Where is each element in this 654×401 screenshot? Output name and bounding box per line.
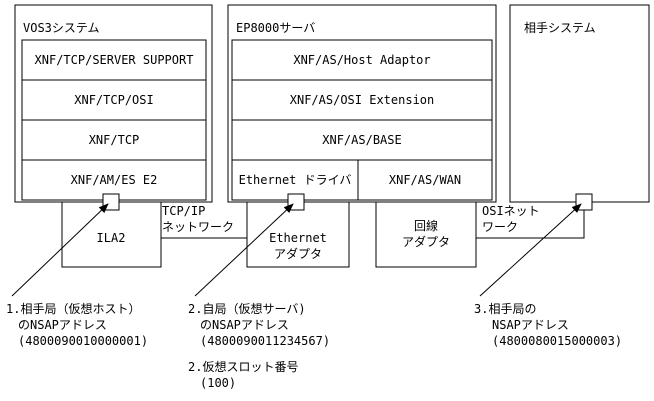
vos3-system-title: VOS3システム: [23, 21, 100, 35]
annotation-3-line2: NSAPアドレス: [492, 318, 569, 332]
annotation-3-line1: 3.相手局の: [474, 302, 536, 316]
annotations: 1.相手局（仮想ホスト） のNSAPアドレス (4800090010000001…: [6, 301, 622, 390]
vos3-layer-am-es: XNF/AM/ES E2: [71, 173, 158, 187]
remote-system-title: 相手システム: [524, 21, 596, 35]
annotation-2b-line1: 2.仮想スロット番号: [188, 359, 298, 374]
arrow-to-remote-port: [479, 203, 582, 297]
ep8000-server-title: EP8000サーバ: [236, 21, 315, 35]
vos3-layer-tcp-osi: XNF/TCP/OSI: [74, 93, 153, 107]
annotation-2-line2: のNSAPアドレス: [200, 318, 289, 332]
line-adapter-label-line1: 回線: [414, 218, 438, 233]
arrow-to-ila2-port: [11, 203, 109, 297]
annotation-2-line1: 2.自局（仮想サーバ): [188, 301, 306, 316]
arrow-to-ethernet-port: [194, 203, 294, 297]
annotation-2b-line2: (100): [200, 376, 236, 390]
ep8000-server: EP8000サーバ XNF/AS/Host Adaptor XNF/AS/OSI…: [227, 4, 497, 268]
remote-system-frame: [509, 4, 650, 203]
tcpip-network-label-line2: ネットワーク: [162, 220, 234, 234]
ep8000-layer-osi-extension: XNF/AS/OSI Extension: [290, 93, 435, 107]
osi-network-line: [476, 210, 585, 239]
ila2-label: ILA2: [97, 231, 126, 245]
ethernet-adapter-label-line1: Ethernet: [269, 231, 327, 245]
ila2-port: [102, 193, 120, 211]
annotation-1-line1: 1.相手局（仮想ホスト）: [6, 301, 140, 316]
tcpip-network-label-line1: TCP/IP: [162, 204, 205, 218]
ep8000-layer-base: XNF/AS/BASE: [322, 133, 401, 147]
ep8000-layer-host-adaptor: XNF/AS/Host Adaptor: [293, 53, 430, 67]
ethernet-driver-layer: Ethernet ドライバ: [239, 173, 352, 187]
annotation-1-line2: のNSAPアドレス: [18, 318, 107, 332]
remote-system-port: [575, 193, 593, 211]
osi-network-label-line2: ワーク: [482, 220, 518, 234]
wan-layer: XNF/AS/WAN: [389, 173, 461, 187]
ethernet-adapter-box: [246, 201, 350, 268]
vos3-layer-server-support: XNF/TCP/SERVER SUPPORT: [35, 53, 194, 67]
osi-network-label-line1: OSIネット: [482, 204, 540, 218]
ila2-adapter-box: [61, 201, 162, 268]
vos3-system: VOS3システム XNF/TCP/SERVER SUPPORT XNF/TCP/…: [14, 4, 213, 268]
annotation-arrows: [11, 203, 582, 297]
annotation-1-line3: (4800090010000001): [18, 334, 148, 348]
annotation-3-line3: (4800080015000003): [492, 334, 622, 348]
line-adapter-box: [375, 201, 477, 268]
annotation-2-line3: (4800090011234567): [200, 334, 330, 348]
line-adapter-label-line2: アダプタ: [402, 234, 450, 249]
ethernet-adapter-label-line2: アダプタ: [274, 246, 322, 261]
remote-system: 相手システム: [509, 4, 650, 211]
vos3-layer-tcp: XNF/TCP: [89, 133, 140, 147]
network-links: TCP/IP ネットワーク OSIネット ワーク: [161, 204, 585, 239]
ethernet-adapter-port: [287, 193, 305, 211]
